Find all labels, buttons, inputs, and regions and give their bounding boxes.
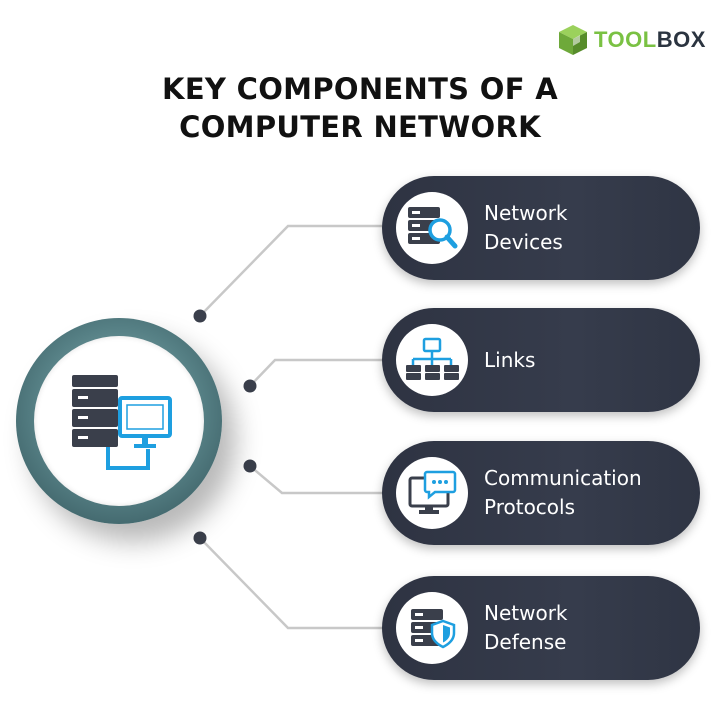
component-communication-protocols: Communication Protocols — [382, 441, 700, 545]
page-title: KEY COMPONENTS OF A COMPUTER NETWORK — [0, 70, 720, 146]
component-label: Network Devices — [484, 201, 568, 254]
connector-dot-1 — [193, 309, 207, 323]
green-cube-logo-icon — [559, 25, 587, 55]
chat-monitor-icon — [408, 470, 457, 514]
connector-dot-4 — [193, 531, 207, 545]
toolbox-logo: TOOLBOX — [558, 24, 706, 56]
component-network-devices: Network Devices — [382, 176, 700, 280]
logo-wordmark: TOOLBOX — [594, 27, 706, 53]
component-network-defense: Network Defense — [382, 576, 700, 680]
component-label: Communication Protocols — [484, 466, 642, 519]
server-shield-icon — [411, 609, 456, 649]
component-links: Links — [382, 308, 700, 412]
title-line-1: KEY COMPONENTS OF A — [162, 72, 558, 106]
connector-dot-2 — [243, 379, 257, 393]
component-icon-circle — [396, 592, 468, 664]
logo-word-tool: TOOL — [594, 27, 657, 52]
logo-word-box: BOX — [656, 27, 706, 52]
title-line-2: COMPUTER NETWORK — [179, 110, 541, 144]
connector-dot-3 — [243, 459, 257, 473]
component-label: Links — [484, 347, 536, 372]
component-icon-circle — [396, 192, 468, 264]
connector-1 — [199, 224, 400, 317]
network-topology-icon — [406, 337, 459, 380]
connector-4 — [199, 537, 400, 630]
server-search-icon — [408, 207, 458, 249]
component-label: Network Defense — [484, 601, 568, 654]
component-icon-circle — [396, 457, 468, 529]
component-icon-circle — [396, 324, 468, 396]
connector-2 — [249, 358, 400, 387]
server-monitor-icon — [72, 375, 172, 470]
connector-3 — [249, 465, 400, 495]
